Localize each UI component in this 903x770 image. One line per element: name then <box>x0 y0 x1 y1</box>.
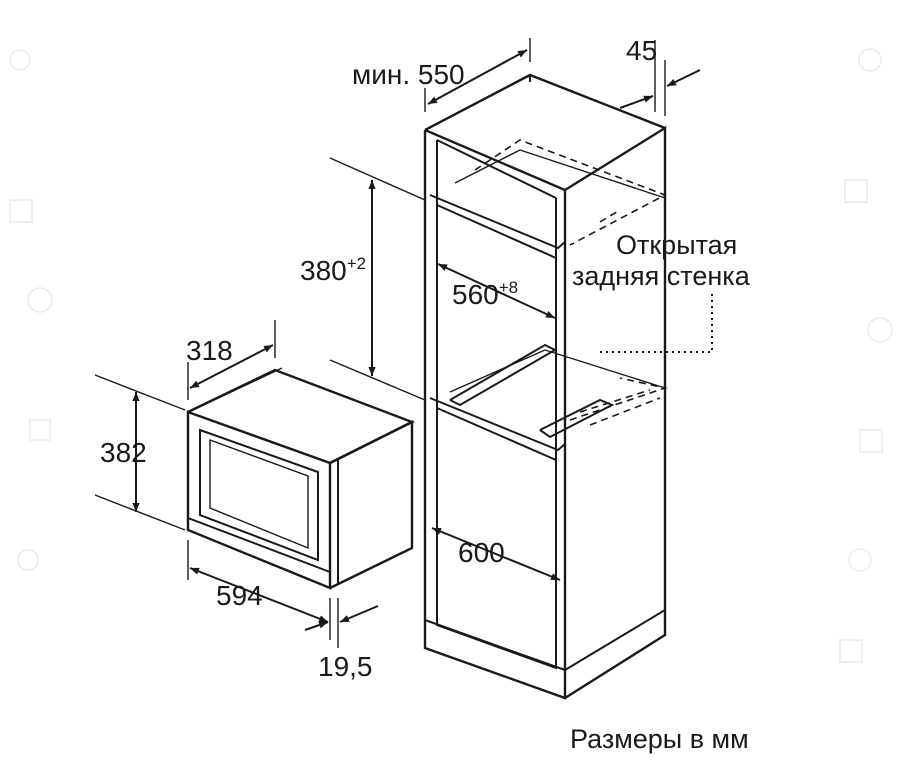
dim-panel-gap: 45 <box>626 35 657 66</box>
dim-niche-width-tol: +8 <box>499 278 518 297</box>
open-back-label-line1: Открытая <box>616 230 737 260</box>
dim-niche-height-value: 380 <box>300 255 347 286</box>
dim-niche-width: 560+8 <box>452 278 518 310</box>
dim-device-width: 594 <box>216 580 263 611</box>
dim-device-depth: 318 <box>186 335 233 366</box>
dim-niche-width-value: 560 <box>452 279 499 310</box>
open-back-label-line2: задняя стенка <box>572 261 751 291</box>
dim-min-depth: мин. 550 <box>352 59 465 90</box>
dim-cabinet-depth: 600 <box>458 537 505 568</box>
device <box>186 367 415 590</box>
dim-niche-height: 380+2 <box>300 254 366 286</box>
dim-front-depth: 19,5 <box>318 651 373 682</box>
cabinet <box>423 73 668 700</box>
dim-device-height: 382 <box>100 437 147 468</box>
units-caption: Размеры в мм <box>570 724 749 754</box>
dim-niche-height-tol: +2 <box>347 254 366 273</box>
background-pattern <box>9 48 893 663</box>
dimension-lines <box>94 38 713 648</box>
